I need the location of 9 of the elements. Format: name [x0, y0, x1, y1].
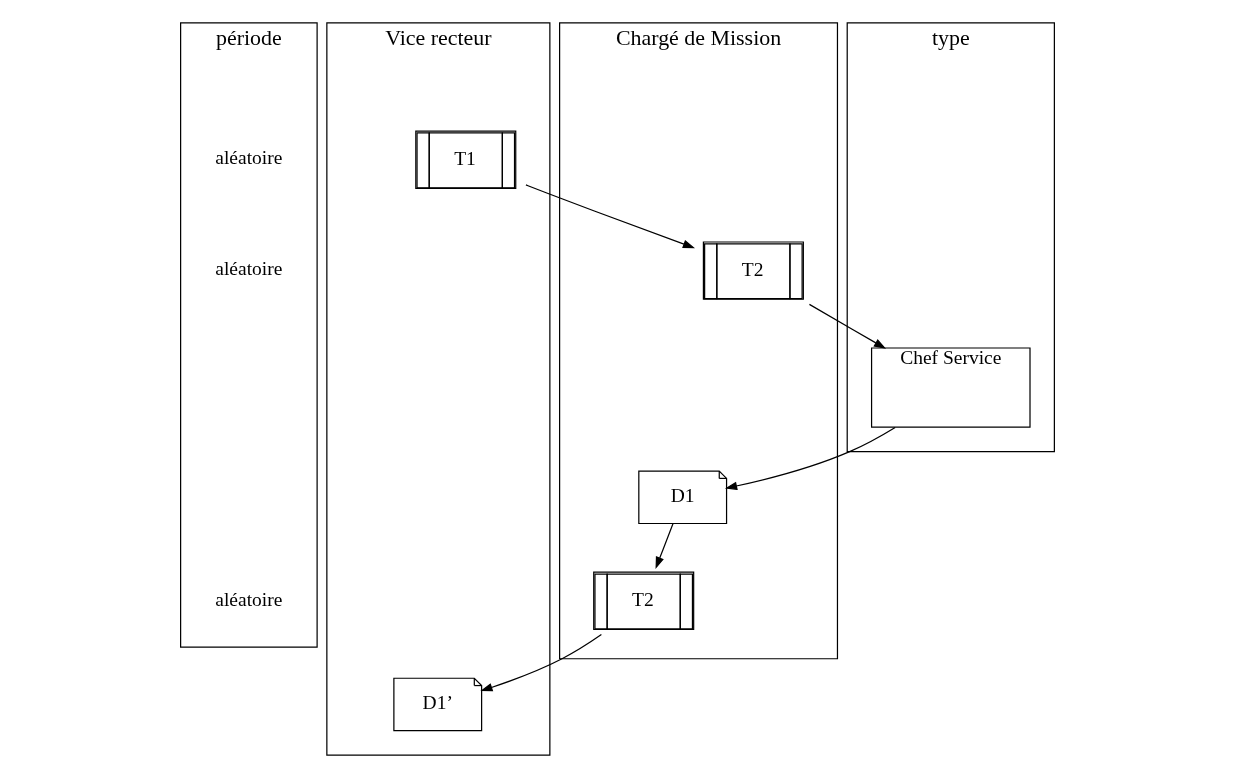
arrow: [808, 303, 886, 349]
label: aléatoire: [214, 147, 282, 169]
arrow: [524, 184, 695, 249]
label: aléatoire: [214, 258, 282, 280]
node-box: Chef Service: [870, 347, 1031, 428]
arrow: [479, 634, 602, 692]
arrow: [655, 522, 674, 570]
label: aléatoire: [214, 588, 282, 610]
arrow: [724, 426, 896, 491]
